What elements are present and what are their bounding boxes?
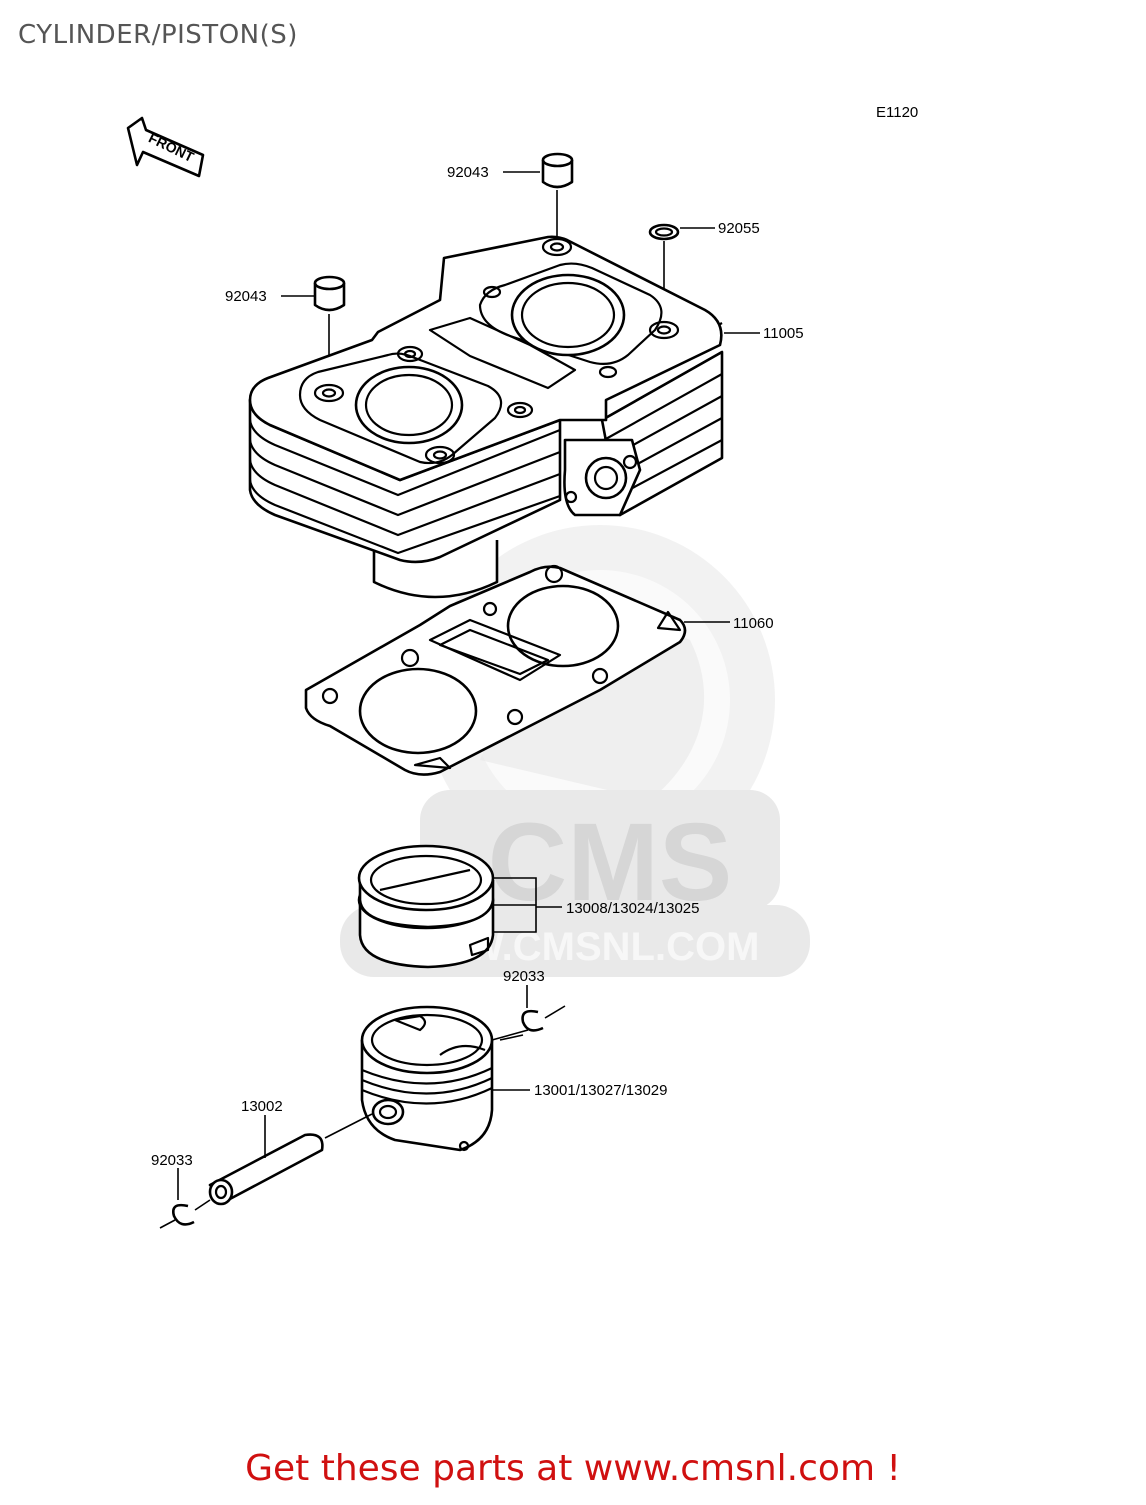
callout-dowel-pin-left: 92043 — [225, 288, 267, 305]
callout-circlip-right: 92033 — [503, 968, 545, 985]
watermark-brand: CMS — [488, 801, 732, 924]
circlip-right — [499, 1005, 566, 1041]
footer-banner-link[interactable]: Get these parts at www.cmsnl.com ! — [245, 1448, 901, 1489]
callout-labels: 92043 92055 92043 11005 11060 13008/1302… — [151, 164, 804, 1169]
callout-piston: 13001/13027/13029 — [534, 1082, 667, 1099]
callout-cylinder: 11005 — [763, 325, 804, 342]
circlip-left — [159, 1199, 211, 1229]
dowel-pin-top — [541, 152, 574, 242]
callout-dowel-pin-top: 92043 — [447, 164, 489, 181]
piston — [360, 1005, 529, 1152]
page-title: CYLINDER/PISTON(S) — [18, 20, 298, 50]
base-gasket — [304, 564, 687, 776]
callout-circlip-left: 92033 — [151, 1152, 193, 1169]
piston-rings — [357, 844, 495, 969]
cylinder-block — [248, 235, 724, 599]
callout-oring: 92055 — [718, 220, 760, 237]
callout-base-gasket: 11060 — [733, 615, 774, 632]
leader-lines — [177, 171, 760, 1200]
callout-piston-pin: 13002 — [241, 1098, 283, 1115]
callout-piston-rings: 13008/13024/13025 — [566, 900, 699, 917]
front-arrow-icon: FRONT — [126, 116, 205, 178]
piston-pin — [208, 1113, 373, 1206]
diagram-code: E1120 — [876, 104, 918, 121]
